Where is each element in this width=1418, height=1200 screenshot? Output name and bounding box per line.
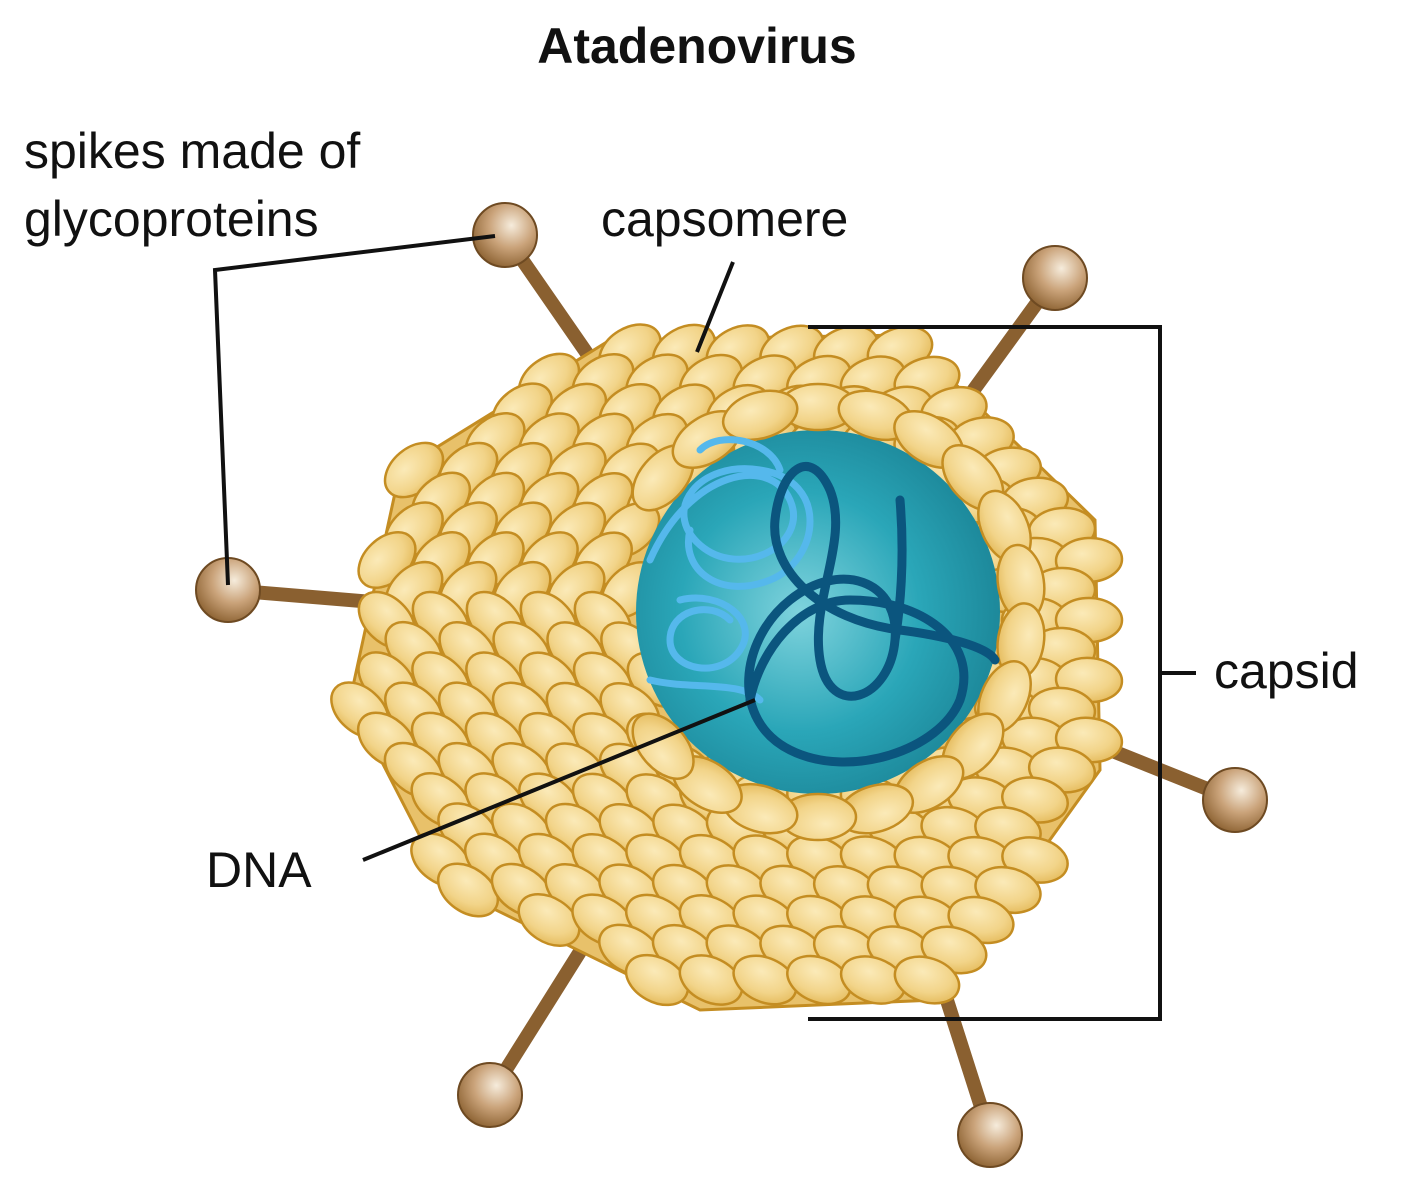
spikes-leader-line xyxy=(212,234,496,586)
capsomere xyxy=(517,893,581,947)
capsid-label: capsid xyxy=(1214,643,1359,699)
leader-lines xyxy=(212,234,1196,1021)
dna-dark-strand xyxy=(744,462,1000,767)
diagram-title: Atadenovirus xyxy=(537,18,857,74)
dna-leader-line xyxy=(362,698,756,862)
spike-head xyxy=(472,202,538,268)
dna-strands xyxy=(646,436,1000,767)
dna-light-strand xyxy=(646,436,814,704)
capsomere xyxy=(678,954,744,1006)
spikes-label: spikes made of glycoproteins xyxy=(24,123,374,247)
capsomere xyxy=(721,389,799,442)
spike-head xyxy=(957,1102,1023,1168)
capsomere xyxy=(436,862,500,918)
capsomere-ring xyxy=(631,382,1046,842)
capsomere-leader-line xyxy=(695,261,735,353)
capsomere xyxy=(893,955,961,1005)
spike-head xyxy=(457,1062,523,1128)
capsomere-label: capsomere xyxy=(601,191,848,247)
capsomere xyxy=(786,954,852,1006)
spikes-label-line-1: spikes made of xyxy=(24,123,360,179)
spikes-label-line-2: glycoproteins xyxy=(24,191,319,247)
capsomere xyxy=(732,954,798,1006)
spike-head xyxy=(1202,767,1268,833)
capsomere xyxy=(624,953,690,1007)
spike-head xyxy=(1022,245,1088,311)
spike-heads xyxy=(195,202,1268,1168)
dna-label: DNA xyxy=(206,842,312,898)
